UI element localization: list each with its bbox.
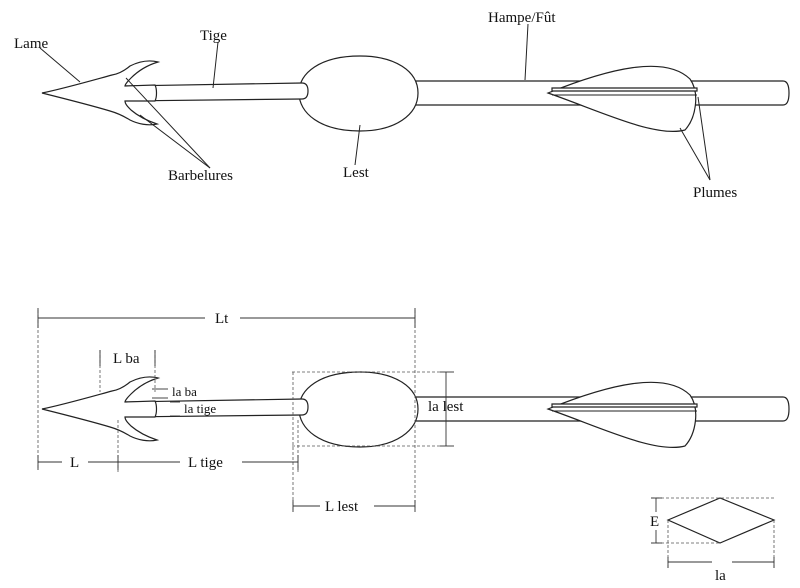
label-l-ba: L ba [113, 351, 140, 367]
labels-top: Lame Tige Hampe/Fût Barbelures Lest Plum… [14, 10, 737, 201]
label-e: E [650, 514, 659, 530]
label-l: L [70, 455, 79, 471]
arrow-bottom [41, 371, 790, 449]
label-la-lest: la lest [428, 399, 464, 415]
label-la-ba: la ba [172, 384, 197, 399]
label-barbelures: Barbelures [168, 168, 233, 184]
dimensions-bottom [37, 308, 454, 512]
leader-lines-top [39, 23, 711, 181]
cross-section [651, 497, 776, 568]
label-la-tige: la tige [184, 401, 216, 416]
label-hampe: Hampe/Fût [488, 10, 556, 26]
label-lt: Lt [215, 311, 229, 327]
labels-section: E la [650, 514, 726, 584]
arrow-top [41, 55, 790, 133]
label-tige: Tige [200, 28, 227, 44]
label-lame: Lame [14, 36, 48, 52]
label-l-lest: L lest [325, 499, 359, 515]
label-l-tige: L tige [188, 455, 223, 471]
label-plumes: Plumes [693, 185, 737, 201]
label-lest: Lest [343, 165, 370, 181]
labels-bottom: Lt L ba la ba la tige la lest L L tige L… [70, 311, 464, 515]
label-la: la [715, 568, 726, 584]
